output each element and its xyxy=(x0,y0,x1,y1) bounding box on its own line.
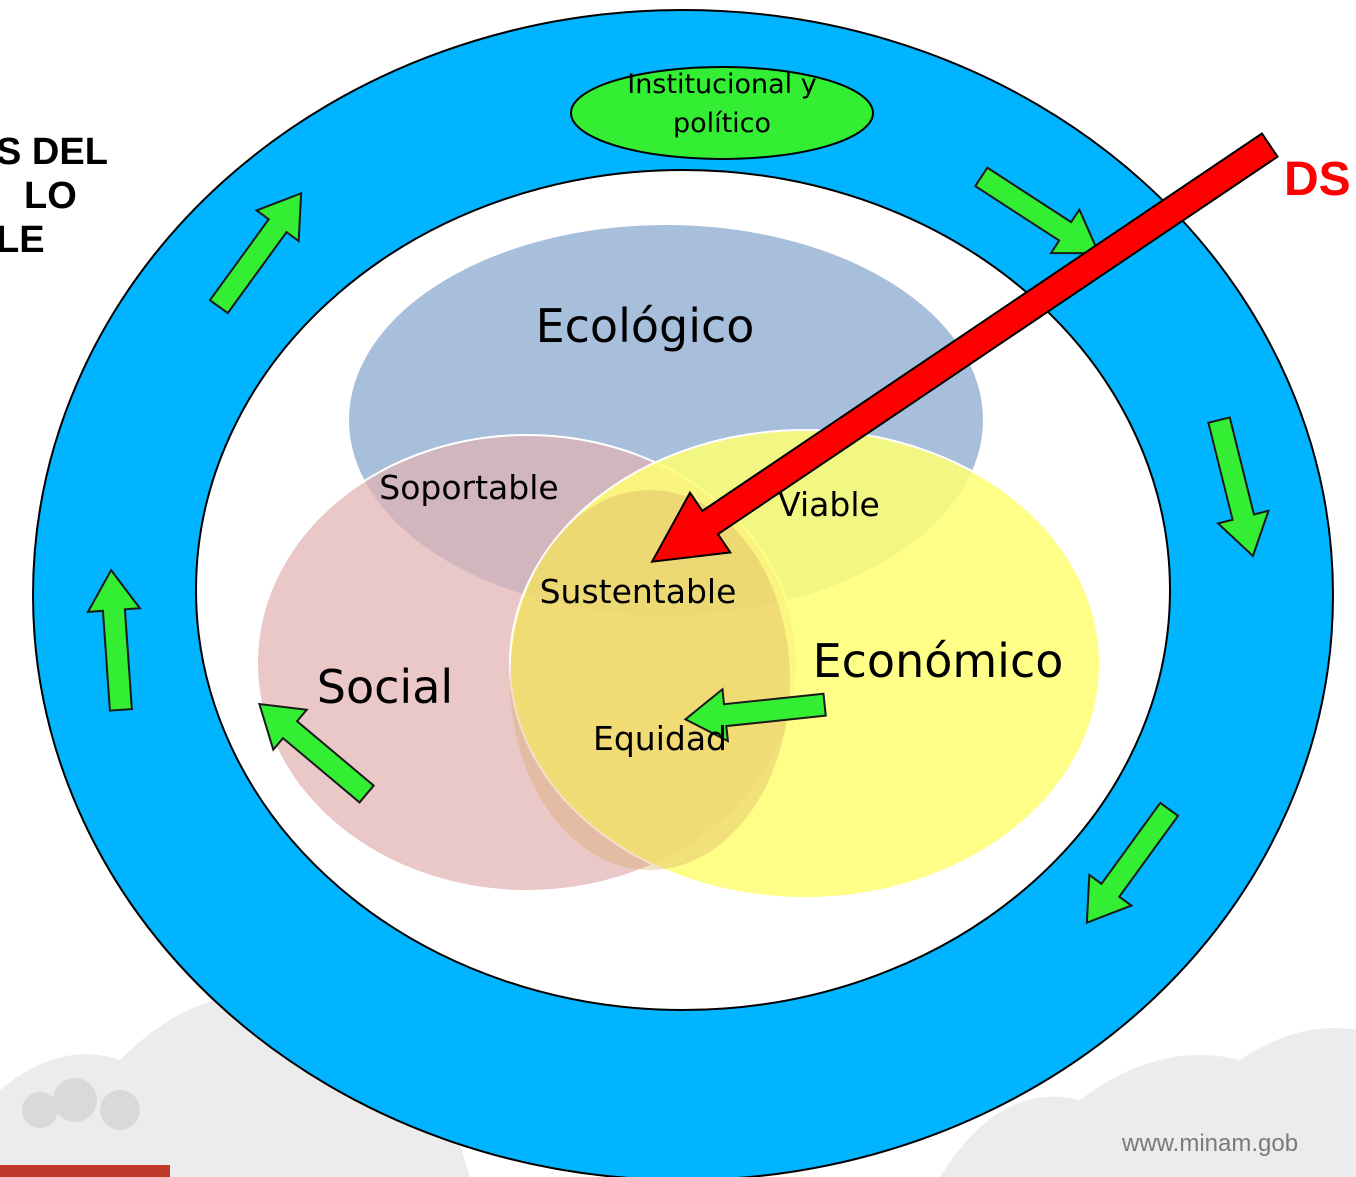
green-cycle-arrow xyxy=(973,166,1101,255)
ds-label: DS xyxy=(1284,153,1351,206)
economico-label: Económico xyxy=(813,634,1064,688)
green-cycle-arrow xyxy=(208,191,303,315)
green-cycle-arrow xyxy=(1207,416,1271,558)
green-cycle-arrow xyxy=(1085,801,1180,925)
red-pointer-arrow xyxy=(650,132,1279,563)
institucional-label-ellipse xyxy=(570,66,874,160)
website-url[interactable]: www.minam.gob xyxy=(1122,1130,1299,1157)
institucional-label-line1: Institucional y xyxy=(627,69,817,100)
title-line-2: LO xyxy=(24,175,77,217)
equidad-label: Equidad xyxy=(593,719,727,758)
green-cycle-arrow xyxy=(86,568,142,712)
social-label: Social xyxy=(317,660,453,714)
title-line-3: LE xyxy=(0,219,45,261)
ecologico-label: Ecológico xyxy=(536,299,755,353)
cycle-arrows xyxy=(86,166,1271,925)
green-cycle-arrow xyxy=(683,687,827,743)
sustentable-label: Sustentable xyxy=(540,572,737,611)
viable-label: Viable xyxy=(778,485,880,524)
green-cycle-arrow xyxy=(257,702,376,804)
institucional-label-line2: político xyxy=(673,108,771,139)
page-title: S DEL LO LE xyxy=(0,130,108,262)
equidad-overlap xyxy=(510,490,790,870)
economico-circle xyxy=(509,429,1101,899)
title-line-1: S DEL xyxy=(0,131,108,173)
soportable-label: Soportable xyxy=(379,468,558,507)
